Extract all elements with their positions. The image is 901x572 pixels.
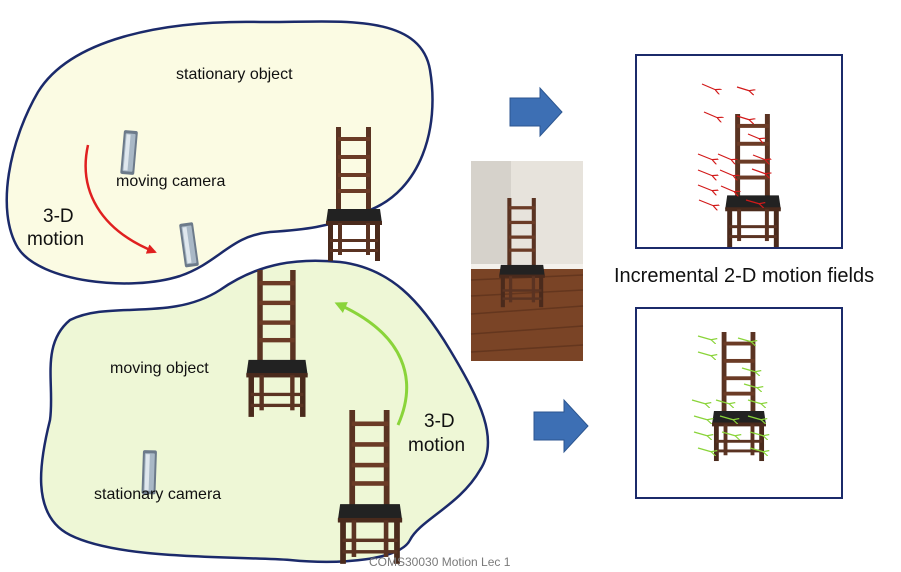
label-3d-motion-bottom-line1: 3-D [424, 411, 455, 432]
label-stationary-object: stationary object [176, 66, 293, 83]
right-arrow-icon [509, 86, 563, 138]
label-moving-object: moving object [110, 360, 209, 377]
label-incremental-motion-fields: Incremental 2-D motion fields [614, 265, 875, 287]
scene-region-moving-object [39, 259, 490, 564]
chair-photo [470, 161, 584, 361]
label-3d-motion-top-line2: motion [27, 229, 85, 250]
red-motion-arrow [84, 144, 157, 254]
label-moving-camera: moving camera [116, 173, 226, 190]
label-3d-motion-bottom-line2: motion [408, 435, 466, 456]
motion-field-panel-red [635, 54, 843, 249]
label-3d-motion-top-line1: 3-D [43, 206, 74, 227]
slide-footer: COMS30030 Motion Lec 1 [369, 555, 511, 569]
label-stationary-camera: stationary camera [94, 486, 222, 503]
right-arrow-icon [533, 398, 589, 454]
green-motion-arrow [334, 302, 409, 426]
motion-field-panel-green [635, 307, 843, 499]
